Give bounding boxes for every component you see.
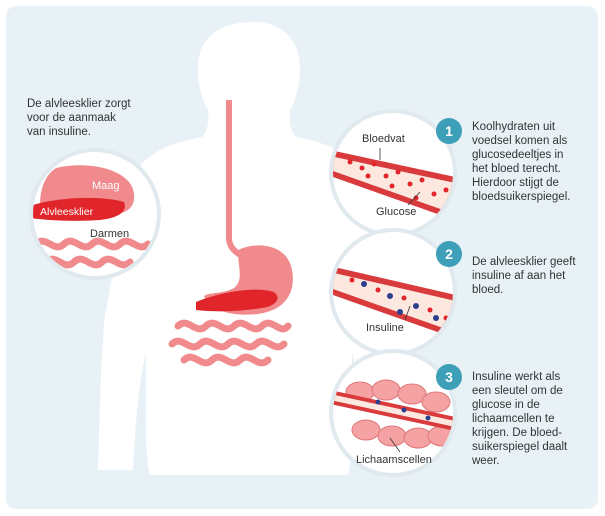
label-insuline: Insuline: [366, 322, 404, 334]
pancreas: [196, 289, 278, 312]
organ-zoom-circle: [29, 148, 161, 280]
step-2-badge: 2: [436, 241, 462, 267]
step-3-text: Insuline werkt als een sleutel om de glu…: [472, 371, 568, 467]
insuline-leader: [404, 305, 411, 321]
zoom-intestines: [33, 237, 152, 269]
intro-text: De alvleesklier zorgt voor de aanmaak va…: [27, 98, 131, 138]
label-darmen: Darmen: [90, 228, 130, 240]
label-maag: Maag: [92, 180, 120, 192]
label-bloedvat: Bloedvat: [362, 133, 405, 145]
lichaamscellen-leader: [389, 437, 401, 453]
intestines: [168, 319, 292, 367]
step-2-text: De alvleesklier geeft insuline af aan he…: [472, 256, 576, 296]
glucose-leader: [407, 191, 421, 206]
label-alvleesklier: Alvleesklier: [40, 206, 94, 218]
zoom-pancreas: [33, 197, 125, 221]
step-1-text: Koolhydraten uit voedsel komen als gluco…: [472, 121, 571, 203]
step-3-badge: 3: [436, 364, 462, 390]
label-glucose: Glucose: [376, 206, 417, 218]
label-lichaamscellen: Lichaamscellen: [356, 454, 432, 466]
step-1-badge: 1: [436, 118, 462, 144]
vessel-zoom-circle-3: [329, 349, 457, 477]
